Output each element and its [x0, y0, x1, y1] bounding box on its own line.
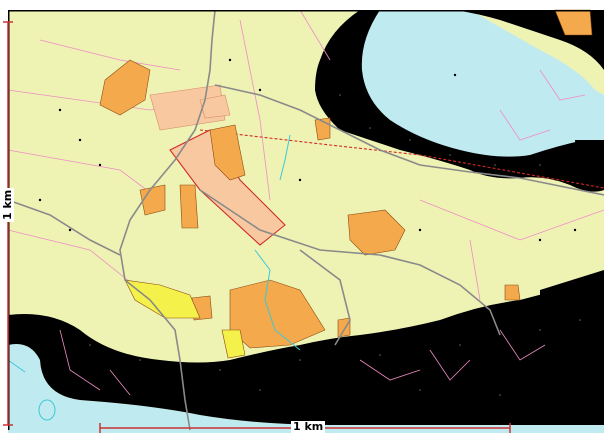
highlight-parcels	[124, 279, 246, 359]
sea-south	[8, 344, 604, 433]
scale-bar-vertical	[3, 21, 13, 426]
road-center	[299, 249, 351, 346]
forest-north-lake	[315, 10, 604, 192]
road-east	[214, 84, 604, 196]
pond-small	[38, 399, 56, 421]
road-south-east	[199, 189, 501, 336]
road-west	[7, 199, 121, 256]
roads	[7, 9, 604, 431]
forest-east-right	[575, 140, 604, 190]
streams	[7, 134, 301, 373]
forest-speckle	[89, 94, 581, 396]
scattered-buildings	[38, 58, 577, 242]
forest-south	[8, 275, 604, 425]
scale-label-vertical: 1 km	[1, 187, 14, 222]
building-parcels	[99, 9, 593, 349]
forest-south-east	[540, 270, 604, 303]
lake-north	[348, 10, 604, 167]
water-bodies	[8, 10, 604, 433]
scale-label-horizontal: 1 km	[291, 420, 326, 433]
sea-south-left	[8, 350, 30, 410]
road-north-south	[119, 9, 216, 431]
boundary-diagonal	[199, 129, 604, 189]
